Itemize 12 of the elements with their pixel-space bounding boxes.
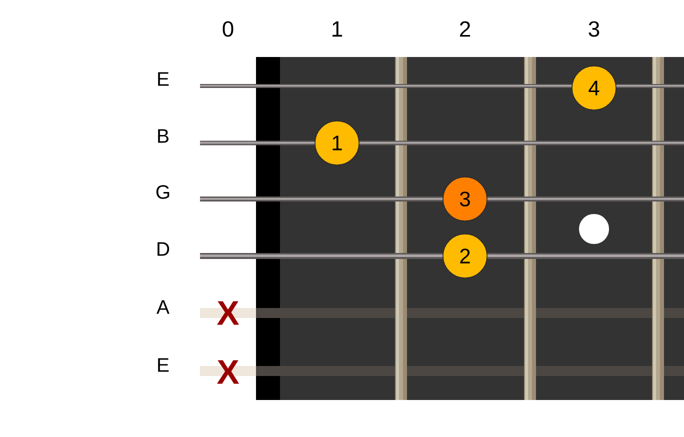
string-name: D (158, 242, 170, 256)
muted-string-mark: X (216, 360, 240, 384)
muted-string-mark: X (216, 301, 240, 325)
string-name: E (158, 358, 169, 372)
string-name: E (158, 72, 169, 86)
string-name: A (156, 300, 170, 314)
string-name: G (156, 185, 170, 199)
fret-number: 2 (460, 21, 470, 37)
fret-number: 0 (222, 21, 234, 37)
string-name: B (158, 129, 168, 143)
fret-number: 1 (332, 21, 342, 37)
fret-number: 3 (588, 21, 600, 37)
